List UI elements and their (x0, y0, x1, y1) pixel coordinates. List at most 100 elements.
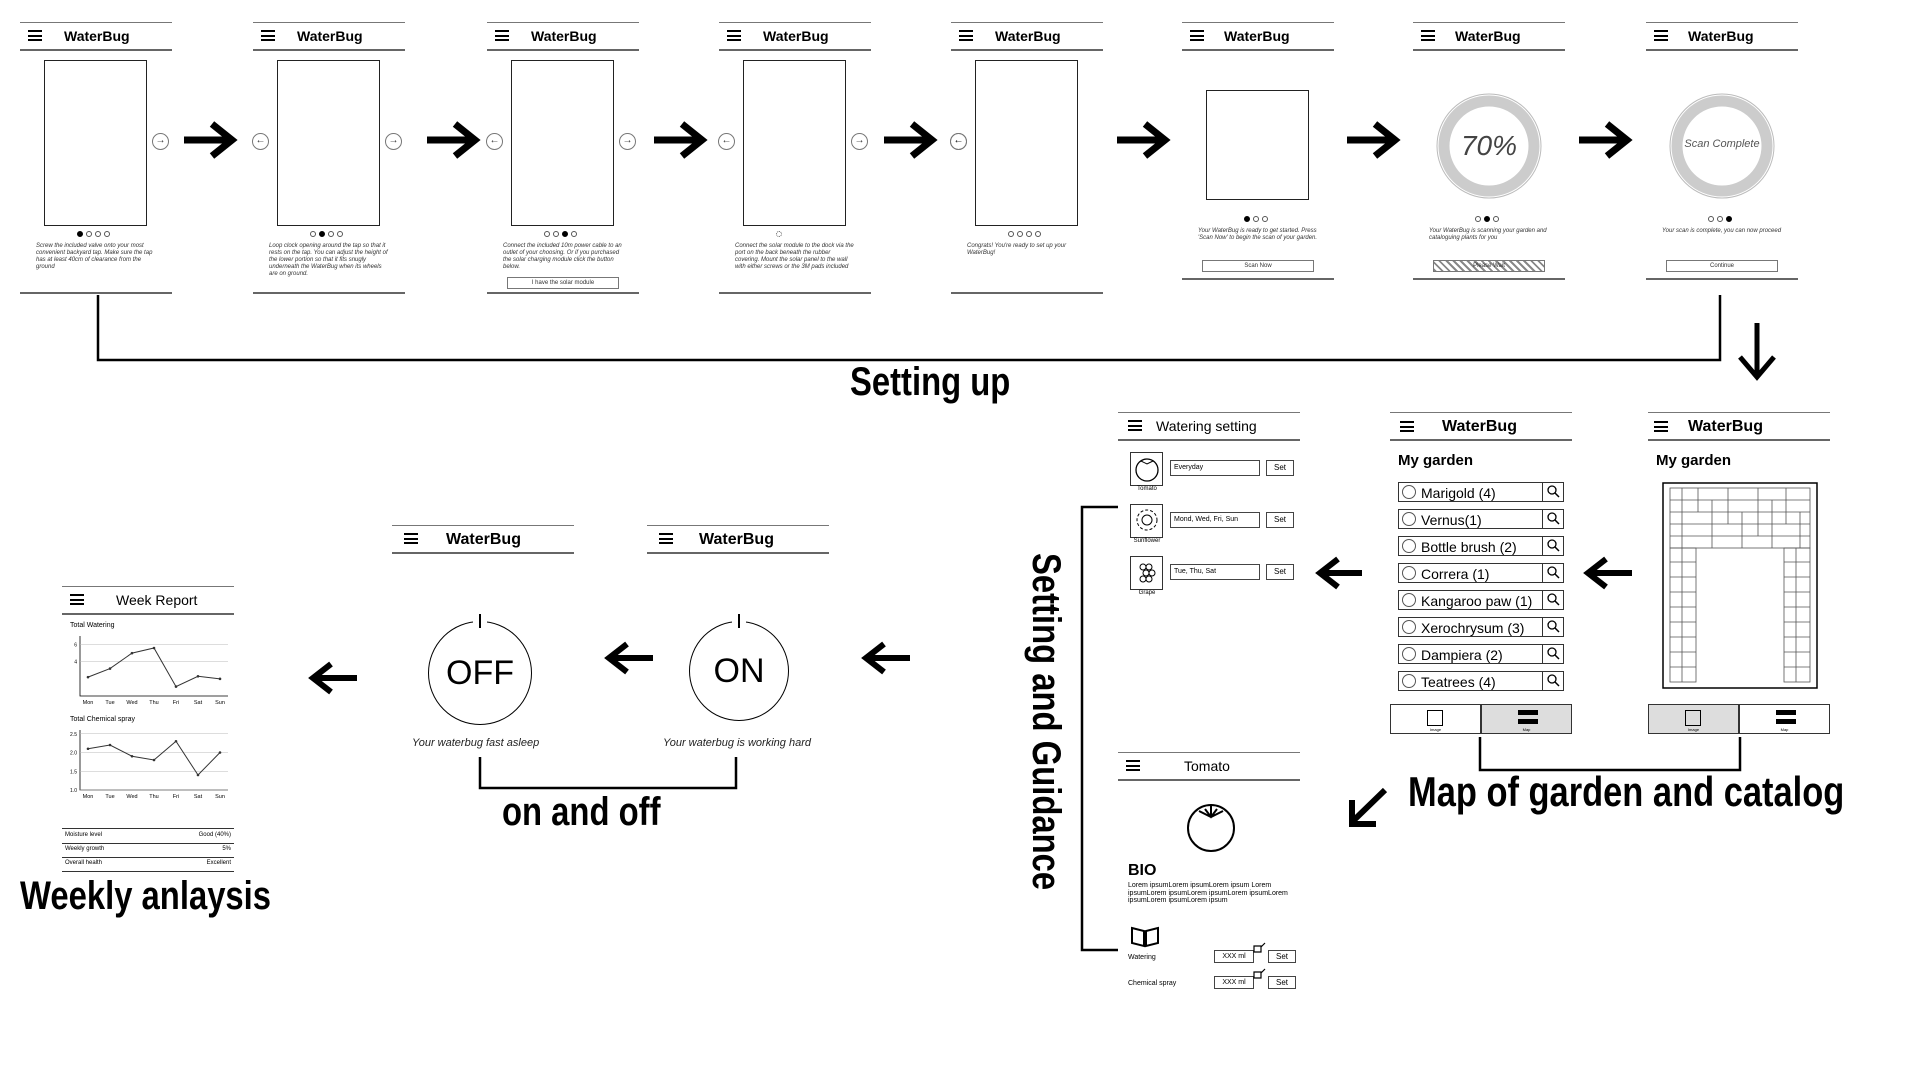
set-button[interactable]: Set (1266, 564, 1294, 580)
schedule-field[interactable]: Everyday (1170, 460, 1260, 476)
plant-name: Marigold (4) (1421, 485, 1496, 501)
arrow-left-icon (1315, 556, 1362, 590)
menu-icon[interactable] (70, 594, 84, 605)
arrow-right-icon (884, 121, 938, 159)
x-tick-label: Sat (194, 794, 203, 800)
next-arrow-icon[interactable]: → (851, 133, 868, 150)
prev-arrow-icon[interactable]: ← (252, 133, 269, 150)
plant-list-item[interactable]: Correra (1) (1398, 563, 1564, 583)
action-button[interactable]: Scan Now (1202, 260, 1314, 272)
next-arrow-icon[interactable]: → (152, 133, 169, 150)
plant-list-item[interactable]: Dampiera (2) (1398, 644, 1564, 664)
schedule-field[interactable]: Mond, Wed, Fri, Sun (1170, 512, 1260, 528)
watering-can-icon (1252, 940, 1266, 953)
action-button[interactable]: Continue (1666, 260, 1778, 272)
tab-map[interactable]: Map (1739, 704, 1830, 734)
power-on-button[interactable]: ON (689, 614, 789, 721)
select-radio[interactable] (1402, 566, 1416, 580)
prev-arrow-icon[interactable]: ← (950, 133, 967, 150)
plant-list-item[interactable]: Kangaroo paw (1) (1398, 590, 1564, 610)
menu-icon[interactable] (404, 533, 418, 544)
menu-icon[interactable] (1126, 760, 1140, 771)
tab-image[interactable]: Image (1648, 704, 1739, 734)
select-radio[interactable] (1402, 620, 1416, 634)
menu-icon[interactable] (727, 30, 741, 41)
loading-indicator (776, 231, 782, 237)
y-tick-label: 2.0 (70, 751, 77, 757)
page-indicator (776, 231, 782, 237)
select-radio[interactable] (1402, 593, 1416, 607)
series-line (87, 740, 221, 776)
plant-list-item[interactable]: Marigold (4) (1398, 482, 1564, 502)
schedule-field[interactable]: Tue, Thu, Sat (1170, 564, 1260, 580)
footer-line (20, 292, 172, 294)
amount-field[interactable]: XXX ml (1214, 976, 1254, 989)
arrow-left-icon (1583, 556, 1632, 590)
menu-icon[interactable] (1400, 421, 1414, 432)
x-tick-label: Thu (149, 700, 158, 706)
select-radio[interactable] (1402, 485, 1416, 499)
power-caption: Your waterbug fast asleep (412, 737, 540, 749)
data-point (108, 667, 112, 670)
map-icon (1518, 710, 1538, 715)
select-radio[interactable] (1402, 539, 1416, 553)
menu-icon[interactable] (1654, 30, 1668, 41)
power-icon (479, 614, 481, 628)
prev-arrow-icon[interactable]: ← (718, 133, 735, 150)
menu-icon[interactable] (659, 533, 673, 544)
instruction-image (277, 60, 380, 226)
set-button[interactable]: Set (1266, 512, 1294, 528)
search-icon[interactable] (1542, 672, 1563, 690)
search-icon[interactable] (1542, 510, 1563, 528)
tab-map[interactable]: Map (1481, 704, 1572, 734)
search-icon[interactable] (1542, 645, 1563, 663)
header-bar (1646, 22, 1798, 51)
search-icon[interactable] (1542, 483, 1563, 501)
action-button[interactable]: I have the solar module (507, 277, 619, 289)
y-tick-label: 4 (74, 660, 77, 666)
search-icon[interactable] (1542, 591, 1563, 609)
arrow-right-icon (184, 121, 238, 159)
select-radio[interactable] (1402, 647, 1416, 661)
setup-screen-1: WaterBug→Screw the included valve onto y… (20, 22, 172, 294)
page-indicator (1708, 216, 1732, 222)
search-icon[interactable] (1542, 564, 1563, 582)
instruction-image (975, 60, 1078, 226)
footer-line (253, 292, 405, 294)
menu-icon[interactable] (1128, 420, 1142, 431)
menu-icon[interactable] (1190, 30, 1204, 41)
menu-icon[interactable] (959, 30, 973, 41)
plant-list-item[interactable]: Vernus(1) (1398, 509, 1564, 529)
header-bar (1648, 412, 1830, 441)
tab-image[interactable]: Image (1390, 704, 1481, 734)
next-arrow-icon[interactable]: → (385, 133, 402, 150)
plant-list-item[interactable]: Xerochrysum (3) (1398, 617, 1564, 637)
menu-icon[interactable] (261, 30, 275, 41)
menu-icon[interactable] (28, 30, 42, 41)
x-tick-label: Thu (149, 794, 158, 800)
set-button[interactable]: Set (1266, 460, 1294, 476)
plant-list-item[interactable]: Teatrees (4) (1398, 671, 1564, 691)
garden-map[interactable] (1662, 482, 1818, 689)
select-radio[interactable] (1402, 512, 1416, 526)
page-dot (1726, 216, 1732, 222)
amount-field[interactable]: XXX ml (1214, 950, 1254, 963)
search-icon[interactable] (1542, 618, 1563, 636)
set-button[interactable]: Set (1268, 950, 1296, 963)
menu-icon[interactable] (1654, 421, 1668, 432)
x-tick-label: Tue (105, 700, 114, 706)
power-off-button[interactable]: OFF (428, 614, 532, 725)
next-arrow-icon[interactable]: → (619, 133, 636, 150)
prev-arrow-icon[interactable]: ← (486, 133, 503, 150)
footer-line (951, 292, 1103, 294)
instruction-image (511, 60, 614, 226)
select-radio[interactable] (1402, 674, 1416, 688)
progress-bar[interactable]: Please Wait (1433, 260, 1545, 272)
image-icon (1427, 710, 1443, 726)
menu-icon[interactable] (1421, 30, 1435, 41)
set-button[interactable]: Set (1268, 976, 1296, 989)
plant-list-item[interactable]: Bottle brush (2) (1398, 536, 1564, 556)
search-icon[interactable] (1542, 537, 1563, 555)
menu-icon[interactable] (495, 30, 509, 41)
